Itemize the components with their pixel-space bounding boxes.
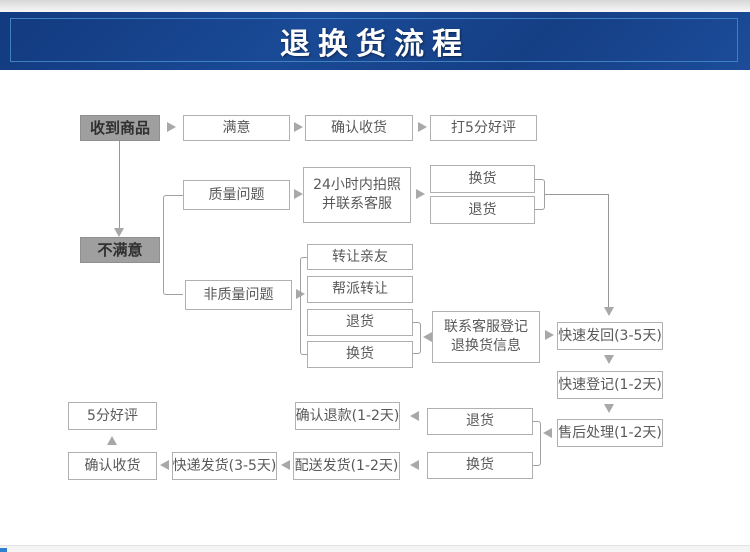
arrow-left-icon (543, 428, 552, 438)
node-five-star-bottom: 5分好评 (68, 402, 157, 430)
arrow-right-icon (167, 122, 176, 132)
node-fast-register: 快速登记(1-2天) (557, 371, 663, 399)
arrow-left-icon (410, 460, 419, 470)
elbow-connector (545, 194, 609, 307)
node-contact-service: 联系客服登记 退换货信息 (432, 311, 540, 363)
node-confirm-receipt-bottom: 确认收货 (68, 452, 157, 480)
arrow-right-icon (418, 122, 427, 132)
arrow-up-icon (107, 436, 117, 445)
node-non-quality-issue: 非质量问题 (185, 280, 292, 310)
arrow-right-icon (545, 330, 554, 340)
node-contact-service-line2: 退换货信息 (451, 338, 521, 354)
node-gang-transfer: 帮派转让 (307, 276, 413, 303)
node-received-goods: 收到商品 (80, 115, 160, 141)
node-photo-24h: 24小时内拍照 并联系客服 (303, 167, 411, 223)
node-five-star-top: 打5分好评 (430, 115, 537, 141)
header-inner-border (10, 18, 738, 62)
arrow-right-icon (294, 189, 303, 199)
bracket-connector (163, 195, 183, 295)
node-return-quality: 退货 (430, 196, 535, 224)
node-satisfied: 满意 (183, 115, 290, 141)
node-express-ship: 快递发货(3-5天) (172, 452, 277, 480)
arrow-left-icon (281, 460, 290, 470)
arrow-left-icon (423, 332, 432, 342)
arrow-right-icon (416, 189, 425, 199)
bottom-divider-strip (0, 545, 750, 552)
node-fast-send-back: 快速发回(3-5天) (557, 322, 663, 350)
bracket-connector (535, 179, 545, 210)
arrow-down-icon (604, 355, 614, 364)
node-exchange-bottom: 换货 (427, 452, 533, 479)
node-photo-24h-line1: 24小时内拍照 (313, 177, 401, 194)
arrow-right-icon (294, 122, 303, 132)
node-contact-service-line1: 联系客服登记 (444, 319, 528, 336)
node-return-nonquality: 退货 (307, 309, 413, 336)
bracket-connector (413, 322, 421, 354)
node-photo-24h-line2: 并联系客服 (322, 196, 392, 212)
node-confirm-refund: 确认退款(1-2天) (295, 402, 400, 430)
node-exchange-nonquality: 换货 (307, 341, 413, 368)
arrow-down-icon (114, 228, 124, 237)
node-transfer-friends: 转让亲友 (307, 244, 413, 270)
node-quality-issue: 质量问题 (183, 180, 290, 210)
connector-line (119, 141, 120, 228)
node-exchange-quality: 换货 (430, 165, 535, 193)
node-confirm-receipt-top: 确认收货 (305, 115, 413, 141)
node-delivery-ship: 配送发货(1-2天) (293, 452, 400, 480)
bottom-blue-fragment (0, 548, 7, 552)
bracket-connector (533, 421, 541, 466)
arrow-left-icon (410, 411, 419, 421)
bracket-connector (300, 257, 307, 355)
header-banner: 退换货流程 (0, 12, 750, 70)
page-title: 退换货流程 (280, 27, 470, 62)
arrow-left-icon (160, 460, 169, 470)
node-after-sale: 售后处理(1-2天) (557, 419, 663, 447)
arrow-down-icon (604, 307, 614, 316)
top-gradient-strip (0, 0, 750, 12)
node-unsatisfied: 不满意 (80, 237, 160, 263)
node-return-bottom: 退货 (427, 408, 533, 435)
arrow-down-icon (604, 404, 614, 413)
